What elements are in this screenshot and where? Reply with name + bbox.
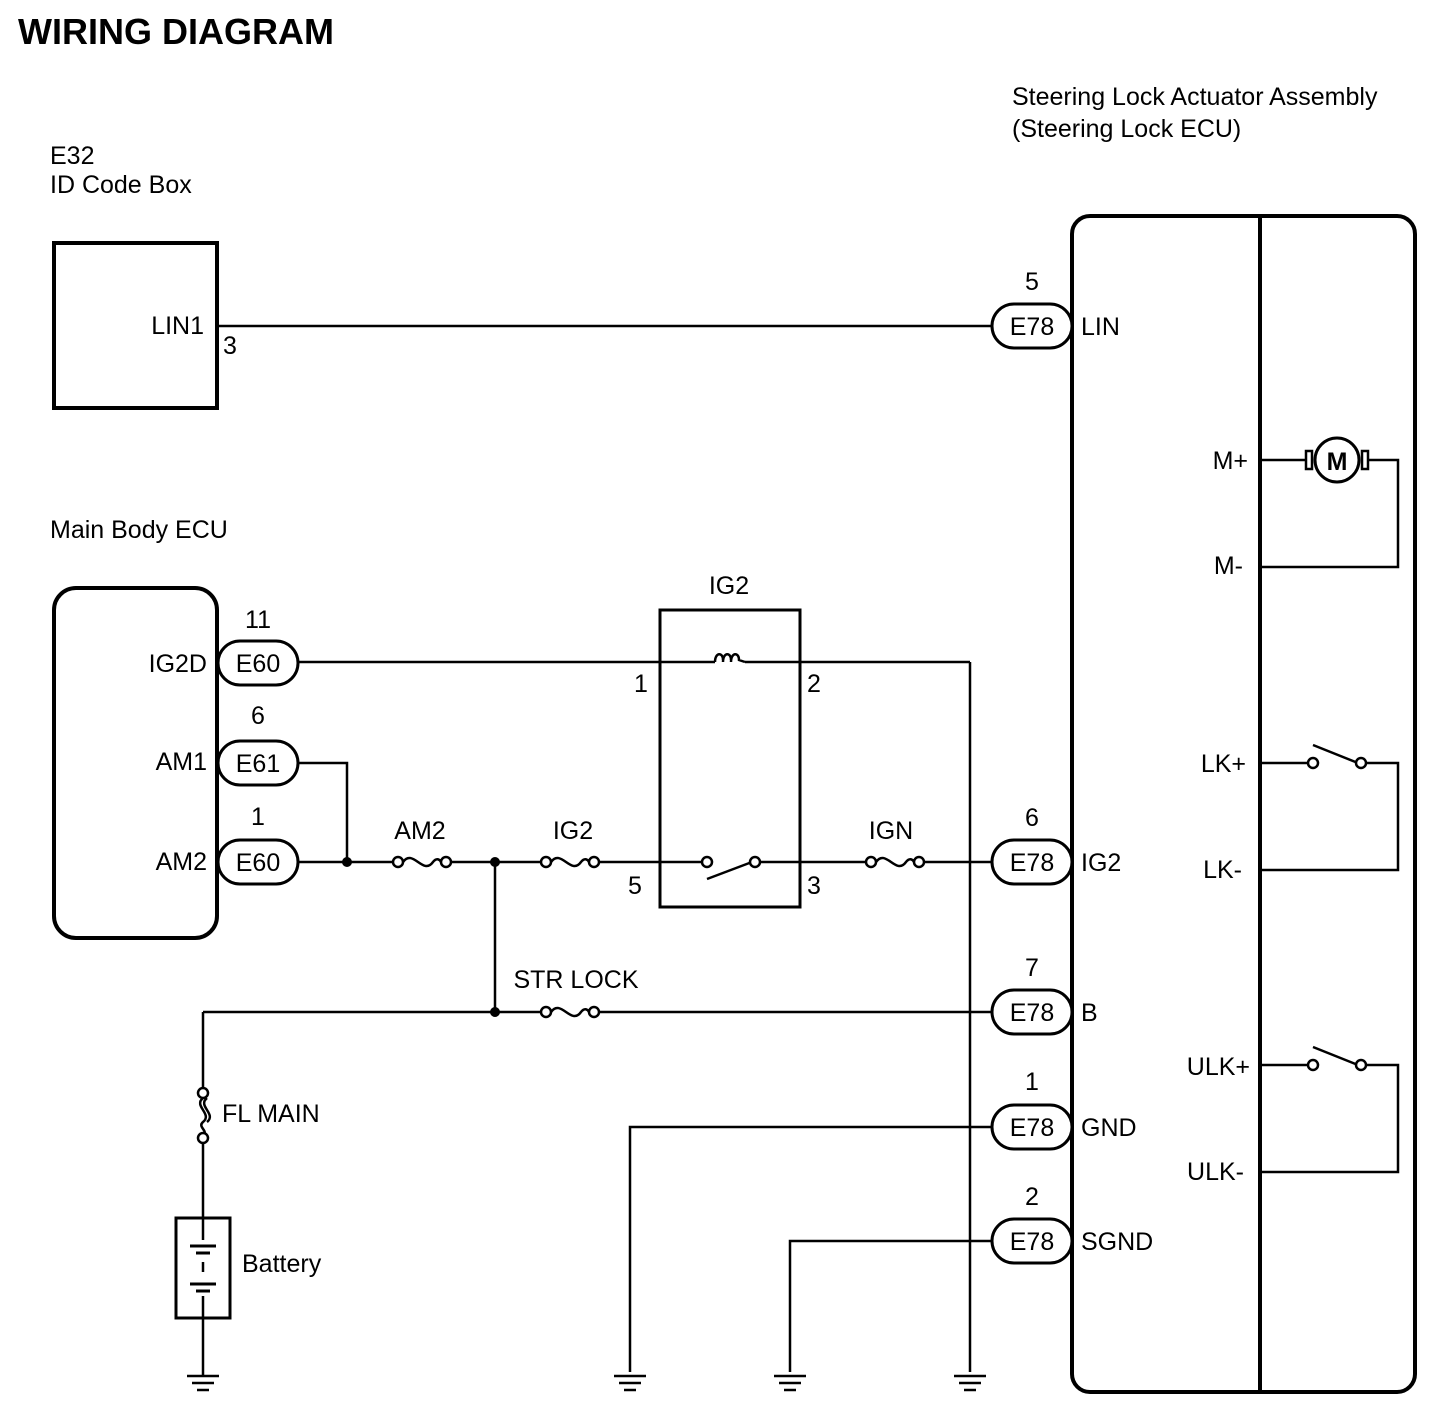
svg-text:2: 2 bbox=[1025, 1183, 1039, 1211]
junction-dot bbox=[490, 1007, 500, 1017]
junction-dot bbox=[490, 857, 500, 867]
lock-connector-lin: 5 E78 LIN bbox=[990, 268, 1120, 350]
relay-switch-icon bbox=[700, 855, 762, 881]
svg-text:E78: E78 bbox=[1010, 313, 1054, 341]
svg-text:6: 6 bbox=[1025, 804, 1039, 832]
terminal-lk-minus: LK- bbox=[1203, 856, 1242, 884]
svg-text:E61: E61 bbox=[236, 750, 280, 778]
relay-coil-icon bbox=[713, 653, 746, 664]
motor-icon bbox=[1260, 436, 1400, 569]
lock-connector-b: 7 E78 B bbox=[990, 954, 1098, 1036]
svg-text:GND: GND bbox=[1081, 1114, 1137, 1142]
fuse-am2-label: AM2 bbox=[394, 817, 445, 845]
svg-text:1: 1 bbox=[1025, 1068, 1039, 1096]
svg-text:11: 11 bbox=[245, 606, 271, 634]
terminal-lk-plus: LK+ bbox=[1201, 750, 1246, 778]
svg-text:SGND: SGND bbox=[1081, 1228, 1153, 1256]
svg-text:AM1: AM1 bbox=[156, 748, 207, 776]
diagram-title: WIRING DIAGRAM bbox=[18, 11, 334, 52]
ground-icon bbox=[952, 1374, 988, 1392]
fuse-fl-main-label: FL MAIN bbox=[222, 1100, 320, 1128]
ecu-connector-am1: 6 E61 AM1 bbox=[156, 702, 300, 787]
terminal-ulk-minus: ULK- bbox=[1187, 1158, 1244, 1186]
lin1-pin-number: 3 bbox=[223, 332, 237, 360]
motor-symbol: M bbox=[1327, 448, 1348, 476]
svg-text:IG2D: IG2D bbox=[149, 650, 207, 678]
svg-text:E78: E78 bbox=[1010, 999, 1054, 1027]
fuse-ign-label: IGN bbox=[869, 817, 913, 845]
svg-text:B: B bbox=[1081, 999, 1098, 1027]
ig2-relay-box bbox=[658, 608, 802, 909]
ground-icon bbox=[772, 1374, 808, 1392]
lock-connector-sgnd: 2 E78 SGND bbox=[990, 1183, 1153, 1265]
svg-text:1: 1 bbox=[251, 803, 265, 831]
svg-text:5: 5 bbox=[1025, 268, 1039, 296]
svg-text:IG2: IG2 bbox=[1081, 849, 1121, 877]
steering-lock-name-line1: Steering Lock Actuator Assembly bbox=[1012, 83, 1378, 111]
svg-text:E78: E78 bbox=[1010, 1114, 1054, 1142]
battery-label: Battery bbox=[242, 1250, 322, 1278]
lock-connector-ig2: 6 E78 IG2 bbox=[990, 804, 1121, 886]
fuse-str-lock bbox=[539, 1005, 601, 1019]
svg-text:AM2: AM2 bbox=[156, 848, 207, 876]
lin1-pin-label: LIN1 bbox=[151, 312, 204, 340]
terminal-ulk-plus: ULK+ bbox=[1187, 1053, 1250, 1081]
junction-dot bbox=[342, 857, 352, 867]
svg-text:LIN: LIN bbox=[1081, 313, 1120, 341]
fuse-ign bbox=[864, 855, 926, 869]
svg-text:E60: E60 bbox=[236, 849, 280, 877]
ground-icon bbox=[185, 1374, 221, 1392]
ig2-relay-pin1: 1 bbox=[634, 670, 648, 698]
steering-lock-box bbox=[1070, 214, 1417, 1394]
svg-text:6: 6 bbox=[251, 702, 265, 730]
ig2-relay-label: IG2 bbox=[709, 572, 749, 600]
terminal-m-minus: M- bbox=[1214, 552, 1243, 580]
ig2-relay-pin2: 2 bbox=[807, 670, 821, 698]
ecu-connector-am2: 1 E60 AM2 bbox=[156, 803, 300, 886]
steering-lock-name-line2: (Steering Lock ECU) bbox=[1012, 115, 1241, 143]
ground-icon bbox=[612, 1374, 648, 1392]
main-body-ecu-name: Main Body ECU bbox=[50, 516, 228, 544]
unlock-switch-icon bbox=[1260, 1045, 1400, 1174]
battery-icon bbox=[174, 1216, 232, 1320]
fuse-ig2-label: IG2 bbox=[553, 817, 593, 845]
terminal-m-plus: M+ bbox=[1213, 447, 1248, 475]
ig2-relay-pin5: 5 bbox=[628, 872, 642, 900]
fuse-am2 bbox=[391, 855, 453, 869]
svg-text:E60: E60 bbox=[236, 650, 280, 678]
ecu-connector-ig2d: 11 E60 IG2D bbox=[149, 606, 300, 687]
wires bbox=[201, 324, 992, 1376]
svg-text:E78: E78 bbox=[1010, 849, 1054, 877]
svg-text:E78: E78 bbox=[1010, 1228, 1054, 1256]
ig2-relay-pin3: 3 bbox=[807, 872, 821, 900]
id-code-box-name: ID Code Box bbox=[50, 171, 192, 199]
svg-text:7: 7 bbox=[1025, 954, 1039, 982]
fuse-fl-main bbox=[196, 1086, 212, 1145]
lock-switch-icon bbox=[1260, 743, 1400, 872]
fuse-str-lock-label: STR LOCK bbox=[513, 966, 638, 994]
lock-connector-gnd: 1 E78 GND bbox=[990, 1068, 1137, 1151]
fuse-ig2 bbox=[539, 855, 601, 869]
id-code-box-code: E32 bbox=[50, 142, 94, 170]
